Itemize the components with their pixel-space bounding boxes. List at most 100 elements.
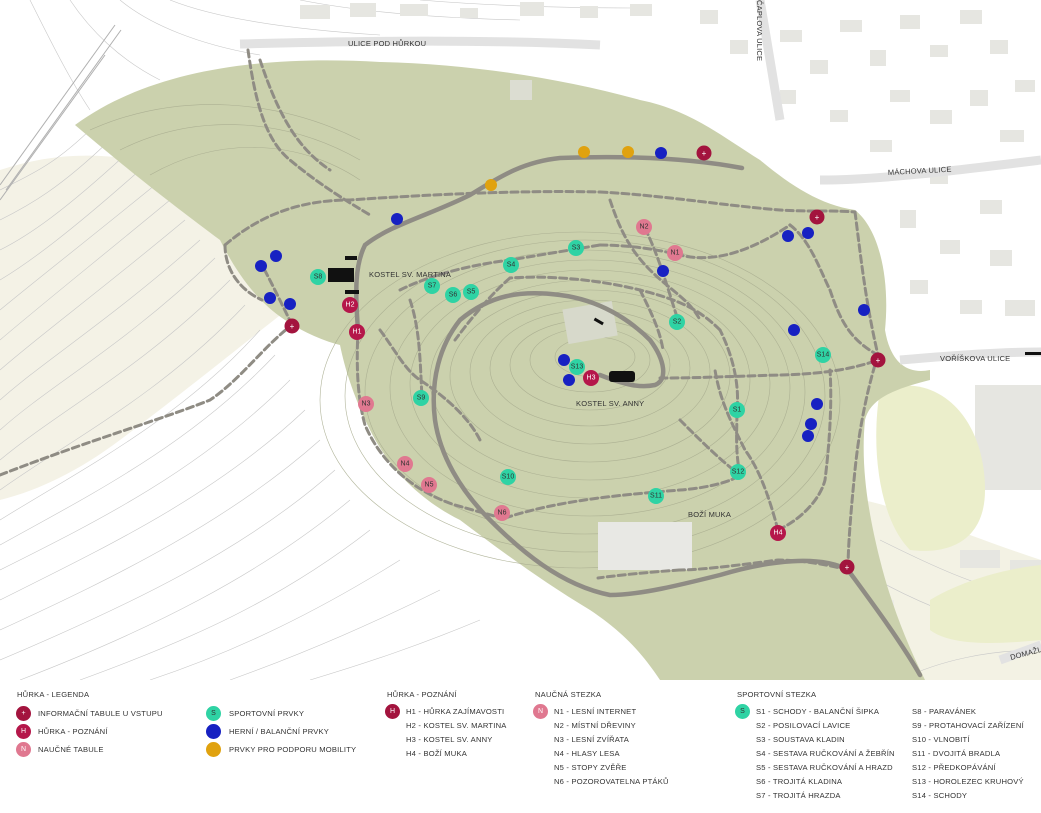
legend-poznani-icon: H — [385, 704, 400, 719]
park-map: ULICE POD HŮRKOU ČAPLOVA ULICE MÁCHOVA U… — [0, 0, 1041, 680]
contour-lines-outer — [0, 0, 1041, 680]
legend-item-herni: HERNÍ / BALANČNÍ PRVKY — [229, 727, 330, 736]
street-label-caplova: ČAPLOVA ULICE — [755, 0, 764, 61]
sport-marker-s10 — [500, 469, 516, 485]
legend-sport-s4: S4 - SESTAVA RUČKOVÁNÍ A ŽEBŘÍN — [756, 749, 895, 758]
mobility-marker — [578, 146, 590, 158]
legend-item-sport: SPORTOVNÍ PRVKY — [229, 709, 305, 718]
svg-text:S11: S11 — [650, 493, 662, 500]
svg-text:H2: H2 — [346, 302, 355, 309]
legend-poznani-h2: H2 - KOSTEL SV. MARTINA — [406, 721, 507, 730]
legend-sport-s1: S1 - SCHODY - BALANČNÍ ŠIPKA — [756, 707, 880, 716]
kostel-martina-building — [328, 268, 354, 282]
legend-poznani-h4: H4 - BOŽÍ MUKA — [406, 749, 468, 758]
svg-text:S12: S12 — [732, 469, 745, 476]
herni-marker — [655, 147, 667, 159]
svg-text:S7: S7 — [428, 283, 437, 290]
svg-text:S1: S1 — [733, 407, 742, 414]
sport-marker-s14 — [815, 347, 831, 363]
naucne-marker-n3 — [358, 396, 374, 412]
legend-sport-s10: S10 - VLNOBITÍ — [912, 735, 970, 744]
legend-title-hurka: HŮRKA - LEGENDA — [17, 690, 90, 699]
svg-text:H1: H1 — [353, 329, 362, 336]
svg-text:S8: S8 — [314, 274, 323, 281]
svg-text:N2: N2 — [640, 224, 649, 231]
park-area — [75, 60, 930, 680]
legend-naucne-icon: N — [16, 742, 31, 757]
svg-text:H3: H3 — [587, 375, 596, 382]
sport-marker-s1 — [729, 402, 745, 418]
sport-marker-s3 — [568, 240, 584, 256]
naucne-marker-n6 — [494, 505, 510, 521]
herni-marker — [788, 324, 800, 336]
herni-marker — [270, 250, 282, 262]
mobility-markers — [485, 146, 634, 191]
sport-marker-s12 — [730, 464, 746, 480]
legend-sport-s14: S14 - SCHODY — [912, 791, 968, 800]
legend-poznani-h3: H3 - KOSTEL SV. ANNY — [406, 735, 493, 744]
legend-item-info: INFORMAČNÍ TABULE U VSTUPU — [38, 709, 163, 718]
info-marker — [870, 352, 886, 368]
street-label-machova: MÁCHOVA ULICE — [888, 165, 952, 177]
herni-marker — [391, 213, 403, 225]
legend-mobility-icon — [206, 742, 221, 757]
sport-marker-s2 — [669, 314, 685, 330]
herni-marker — [802, 430, 814, 442]
naucne-marker-n5 — [421, 477, 437, 493]
herni-marker — [264, 292, 276, 304]
hurka-marker-h3 — [583, 370, 599, 386]
legend-title-naucna: NAUČNÁ STEZKA — [535, 690, 602, 699]
legend-naucna-n1: N1 - LESNÍ INTERNET — [554, 707, 637, 716]
legend-sport-s3: S3 - SOUSTAVA KLADIN — [756, 735, 845, 744]
legend-sport-s9: S9 - PROTAHOVACÍ ZAŘÍZENÍ — [912, 721, 1024, 730]
sport-marker-s13 — [569, 359, 585, 375]
legend-title-sportovni: SPORTOVNÍ STEZKA — [737, 690, 817, 699]
legend-sport-icon: S — [206, 706, 221, 721]
town-buildings — [300, 2, 1041, 630]
legend-sportovni-icon: S — [735, 704, 750, 719]
legend-sport-s2: S2 - POSILOVACÍ LAVICE — [756, 721, 851, 730]
herni-marker — [255, 260, 267, 272]
svg-text:+: + — [290, 322, 295, 331]
kostel-anny-building — [609, 371, 635, 382]
legend-item-mobility: PRVKY PRO PODPORU MOBILITY — [229, 745, 357, 754]
svg-text:N5: N5 — [425, 482, 434, 489]
sport-marker-s7 — [424, 278, 440, 294]
herni-marker — [858, 304, 870, 316]
hurka-marker-h4 — [770, 525, 786, 541]
svg-text:+: + — [702, 149, 707, 158]
sport-marker-s8 — [310, 269, 326, 285]
svg-text:S5: S5 — [467, 289, 476, 296]
legend-sport-s5: S5 - SESTAVA RUČKOVÁNÍ A HRAZD — [756, 763, 893, 772]
legend-naucna-n6: N6 - POZOROVATELNA PTÁKŮ — [554, 777, 669, 786]
legend-naucna-n5: N5 - STOPY ZVĚŘE — [554, 763, 627, 772]
svg-text:N3: N3 — [362, 401, 371, 408]
legend-naucna-n2: N2 - MÍSTNÍ DŘEVINY — [554, 721, 636, 730]
legend-sport-s7: S7 - TROJITÁ HRAZDA — [756, 791, 841, 800]
info-marker — [839, 559, 855, 575]
herni-markers — [255, 147, 870, 442]
street-label-pod-hurkou: ULICE POD HŮRKOU — [348, 39, 426, 48]
herni-marker — [657, 265, 669, 277]
legend-naucna-n3: N3 - LESNÍ ZVÍŘATA — [554, 735, 630, 744]
herni-marker — [802, 227, 814, 239]
legend-naucna-n4: N4 - HLASY LESA — [554, 749, 620, 758]
sport-marker-s6 — [445, 287, 461, 303]
naucne-marker-n2 — [636, 219, 652, 235]
herni-marker — [284, 298, 296, 310]
legend-hurka-icon: H — [16, 724, 31, 739]
svg-text:H4: H4 — [774, 530, 783, 537]
sport-marker-s4 — [503, 257, 519, 273]
legend-naucna-icon: N — [533, 704, 548, 719]
naucne-markers: N1 N2 N3 N4 N5 N6 — [358, 219, 683, 521]
svg-text:S14: S14 — [817, 352, 830, 359]
svg-text:S2: S2 — [673, 319, 682, 326]
legend-item-hurka: HŮRKA - POZNÁNÍ — [38, 727, 108, 736]
railway — [0, 24, 122, 201]
svg-text:S13: S13 — [571, 364, 584, 371]
legend-info-icon: + — [16, 706, 31, 721]
legend-sport-s6: S6 - TROJITÁ KLADINA — [756, 777, 843, 786]
main-road — [354, 154, 923, 678]
svg-text:S4: S4 — [507, 262, 516, 269]
herni-marker — [811, 398, 823, 410]
